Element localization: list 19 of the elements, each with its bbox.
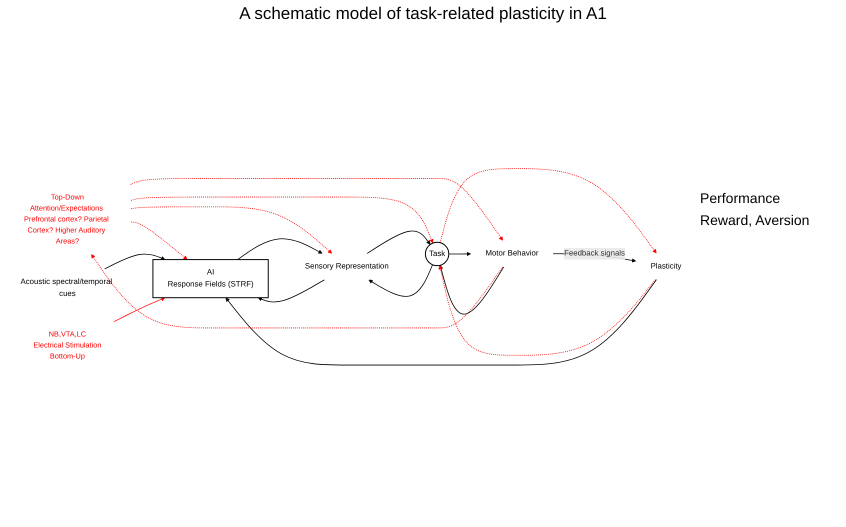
arrow — [226, 279, 657, 366]
arrow — [130, 206, 332, 254]
arrow — [448, 252, 471, 256]
arrow — [130, 196, 434, 244]
arrow — [114, 297, 166, 322]
arrow — [368, 264, 433, 297]
diagram-title: A schematic model of task-related plasticity in A1 — [238, 4, 608, 24]
note-label: Reward, Aversion — [700, 212, 810, 228]
arrow — [91, 254, 504, 328]
arrow — [439, 265, 504, 315]
arrow — [104, 254, 166, 270]
arrow — [237, 238, 323, 260]
arrow — [440, 168, 657, 254]
arrow — [366, 230, 430, 254]
arrow — [438, 265, 656, 356]
arrow — [130, 222, 188, 260]
note-label: Performance — [700, 190, 782, 206]
arrow — [258, 279, 325, 302]
arrow — [130, 178, 503, 241]
